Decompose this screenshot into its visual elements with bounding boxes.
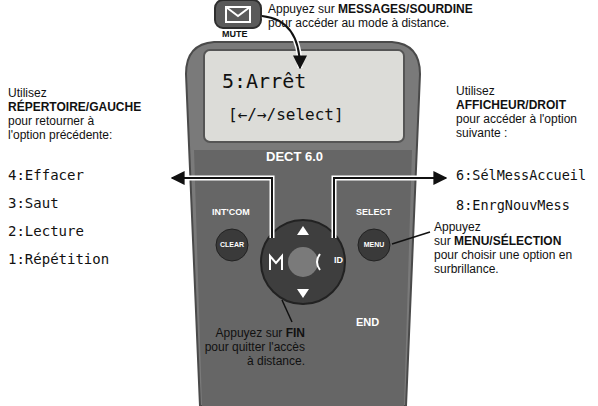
callout-text: Appuyez sur [216,326,283,340]
end-leader [282,300,292,322]
lcd-screen [204,50,404,142]
keypad-panel [194,150,412,406]
button-name: MESSAGES/SOURDINE [338,2,473,16]
callout-text: pour retourner à l'option précédente: [8,114,112,142]
menu-option: 4:Effacer [8,168,84,183]
callout-line: Appuyez surMENU/SÉLECTION [434,220,584,248]
menu-callout: Appuyez surMENU/SÉLECTIONpour choisir un… [434,220,584,276]
callout-text: pour accéder au mode à distance. [268,16,449,30]
callout-line: Utilisez [8,86,126,100]
left-callout-halo [172,178,272,238]
menu-option: 1:Répétition [8,252,109,267]
phone-body [186,42,420,406]
mute-callout: Appuyez surMESSAGES/SOURDINEpour accéder… [268,2,568,30]
button-label: INT'COM [212,208,250,218]
down-arrow [297,289,309,298]
button-name: RÉPERTOIRE/GAUCHE [8,100,141,114]
callout-text: Appuyez sur [268,2,335,16]
callout-text: pour choisir une option en surbrillance. [434,248,572,276]
menu-option: 2:Lecture [8,224,84,239]
menu-option: 6:SélMessAccueil [456,168,586,183]
right-callout: UtilisezAFFICHEUR/DROITpour accéder à l'… [456,84,586,140]
callout-line: RÉPERTOIRE/GAUCHE [8,100,126,114]
callout-line: pour quitter l'accès à distance. [195,340,305,368]
up-arrow [297,226,309,235]
mute-button [215,0,261,28]
clear-button [216,229,248,261]
button-label: CLEAR [220,241,244,249]
callout-text: Utilisez [8,86,47,100]
menu-button [358,229,390,261]
button-label: MENU [364,241,385,249]
brand-logo: DECT 6.0 [266,150,323,164]
button-name: FIN [286,326,305,340]
screen-text: [←/→/select] [228,106,344,124]
button-label: ID [334,256,343,266]
navigation-center [288,247,318,277]
callout-line: pour accéder au mode à distance. [268,16,568,30]
menu-option: 3:Saut [8,196,59,211]
button-name: MENU/SÉLECTION [454,234,561,248]
callout-line: Utilisez [456,84,586,98]
callout-line: Appuyez surFIN [195,326,305,340]
callout-line: AFFICHEUR/DROIT [456,98,586,112]
button-label: END [356,316,379,328]
left-callout: UtilisezRÉPERTOIRE/GAUCHEpour retourner … [8,86,126,142]
menu-leader [392,232,430,244]
menu-option: 8:EnrgNouvMess [456,198,570,213]
left-callout-arrow [172,178,272,238]
envelope-flap [226,7,250,16]
button-label: SELECT [356,208,392,218]
callout-line: pour accéder à l'option suivante : [456,112,586,140]
callout-line: pour retourner à l'option précédente: [8,114,126,142]
button-label: MUTE [222,30,248,40]
callout-line: Appuyez surMESSAGES/SOURDINE [268,2,568,16]
envelope-icon [226,7,250,22]
callout-line: pour choisir une option en surbrillance. [434,248,584,276]
right-callout-arrow [334,178,446,238]
phonebook-icon [270,256,282,270]
handset-icon [317,254,320,270]
callout-text: pour quitter l'accès à distance. [205,340,305,368]
button-name: AFFICHEUR/DROIT [456,98,566,112]
screen-text: 5:Arrêt [222,70,306,92]
end-callout: Appuyez surFINpour quitter l'accès à dis… [195,326,305,368]
callout-text: Utilisez [456,84,495,98]
callout-text: pour accéder à l'option suivante : [456,112,577,140]
right-callout-halo [334,178,446,238]
